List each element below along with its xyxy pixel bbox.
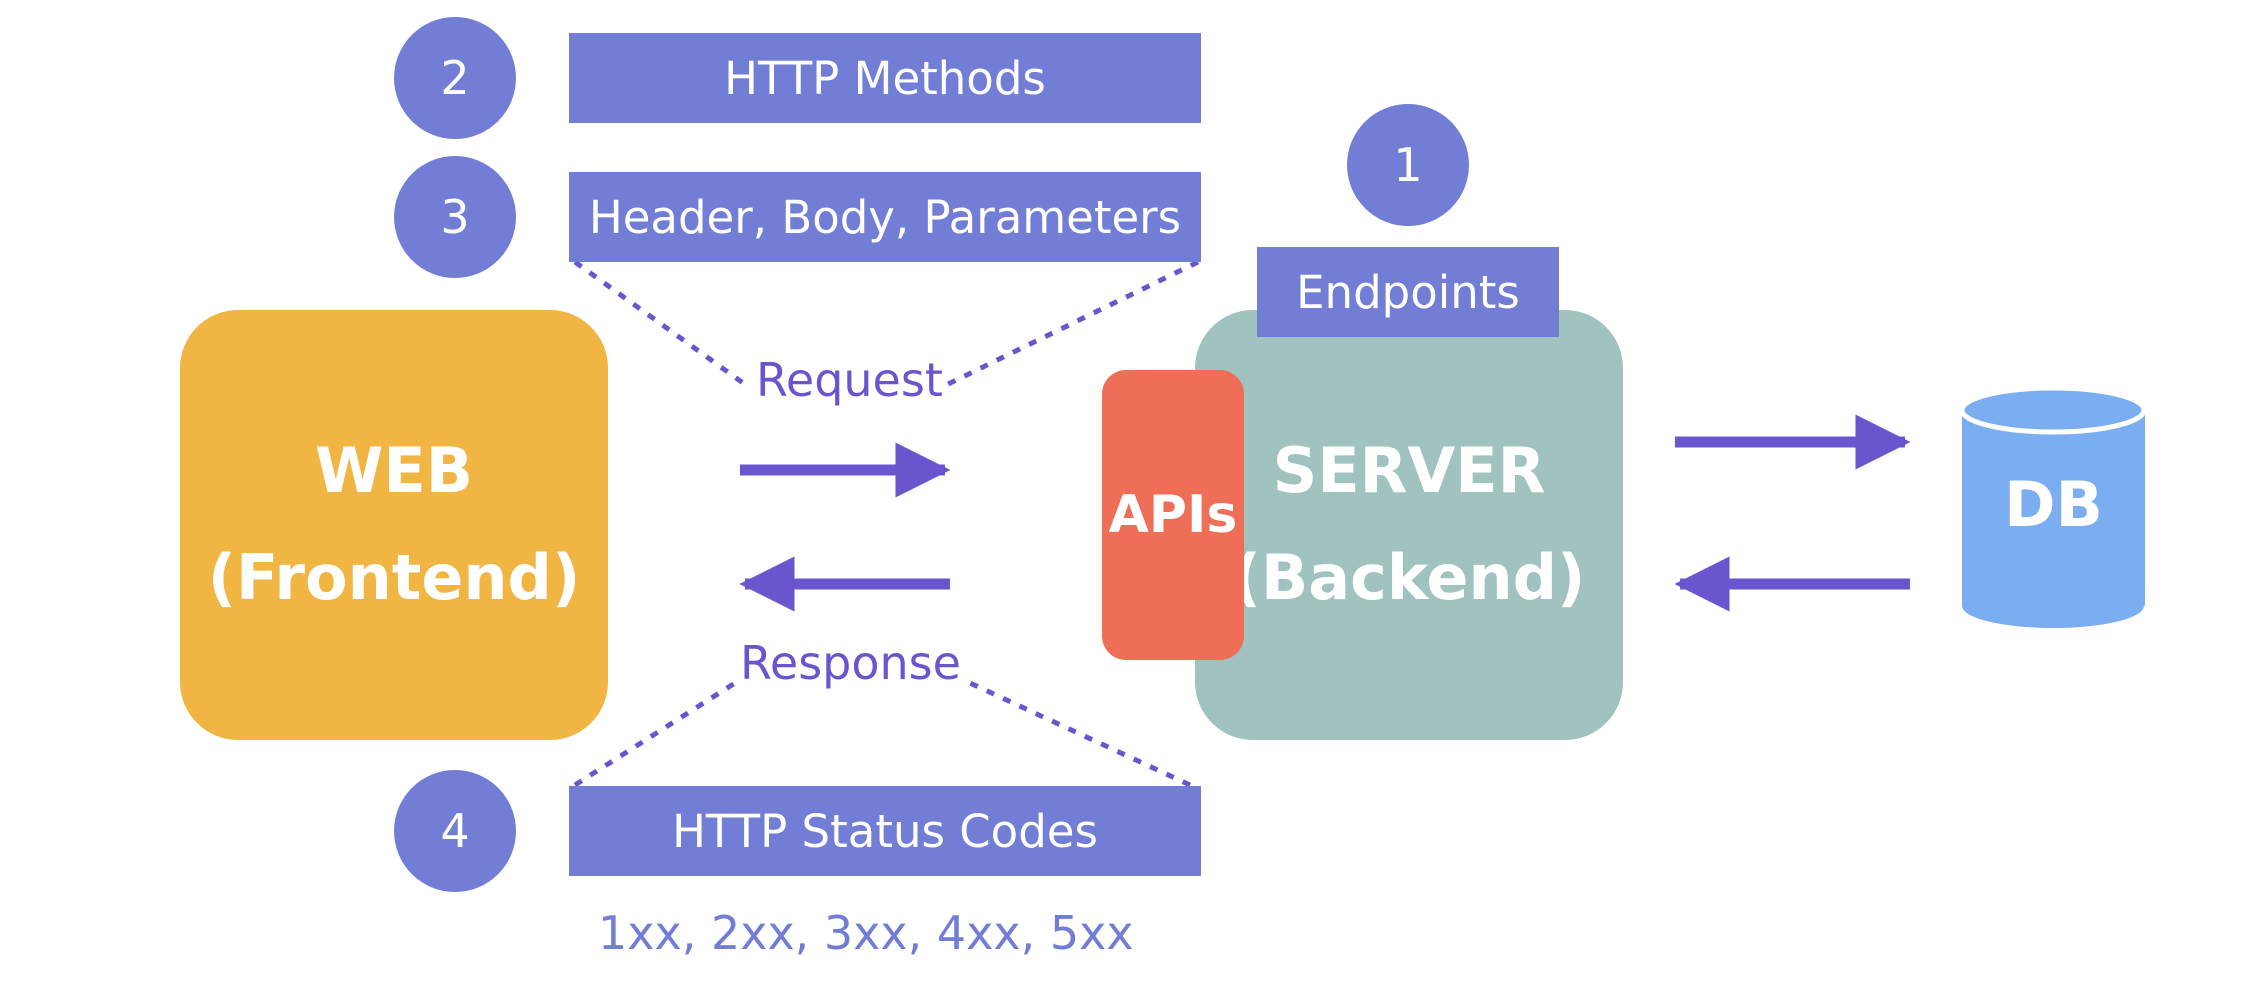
web-subtitle: (Frontend) — [207, 541, 581, 614]
response-dotted-left — [573, 680, 737, 788]
response-dotted-right — [968, 680, 1192, 788]
step-circle-2: 2 — [394, 17, 516, 139]
response-label: Response — [740, 636, 961, 690]
request-label: Request — [756, 353, 943, 407]
server-backend-box: SERVER (Backend) — [1195, 310, 1623, 740]
step-circle-1: 1 — [1347, 104, 1469, 226]
http-status-codes-label: HTTP Status Codes — [569, 786, 1201, 876]
web-title: WEB — [315, 434, 473, 508]
step-circle-4: 4 — [394, 770, 516, 892]
apis-box: APIs — [1102, 370, 1244, 660]
status-code-ranges: 1xx, 2xx, 3xx, 4xx, 5xx — [598, 906, 1134, 960]
request-dotted-right — [938, 259, 1200, 391]
step-circle-3: 3 — [394, 156, 516, 278]
server-title: SERVER — [1272, 434, 1546, 508]
http-methods-label: HTTP Methods — [569, 33, 1201, 123]
server-subtitle: (Backend) — [1232, 541, 1586, 614]
db-label: DB — [2004, 468, 2103, 541]
db-cylinder — [1959, 385, 2147, 628]
web-frontend-box: WEB (Frontend) — [180, 310, 608, 740]
header-body-parameters-label: Header, Body, Parameters — [569, 172, 1201, 262]
endpoints-label: Endpoints — [1257, 247, 1559, 337]
